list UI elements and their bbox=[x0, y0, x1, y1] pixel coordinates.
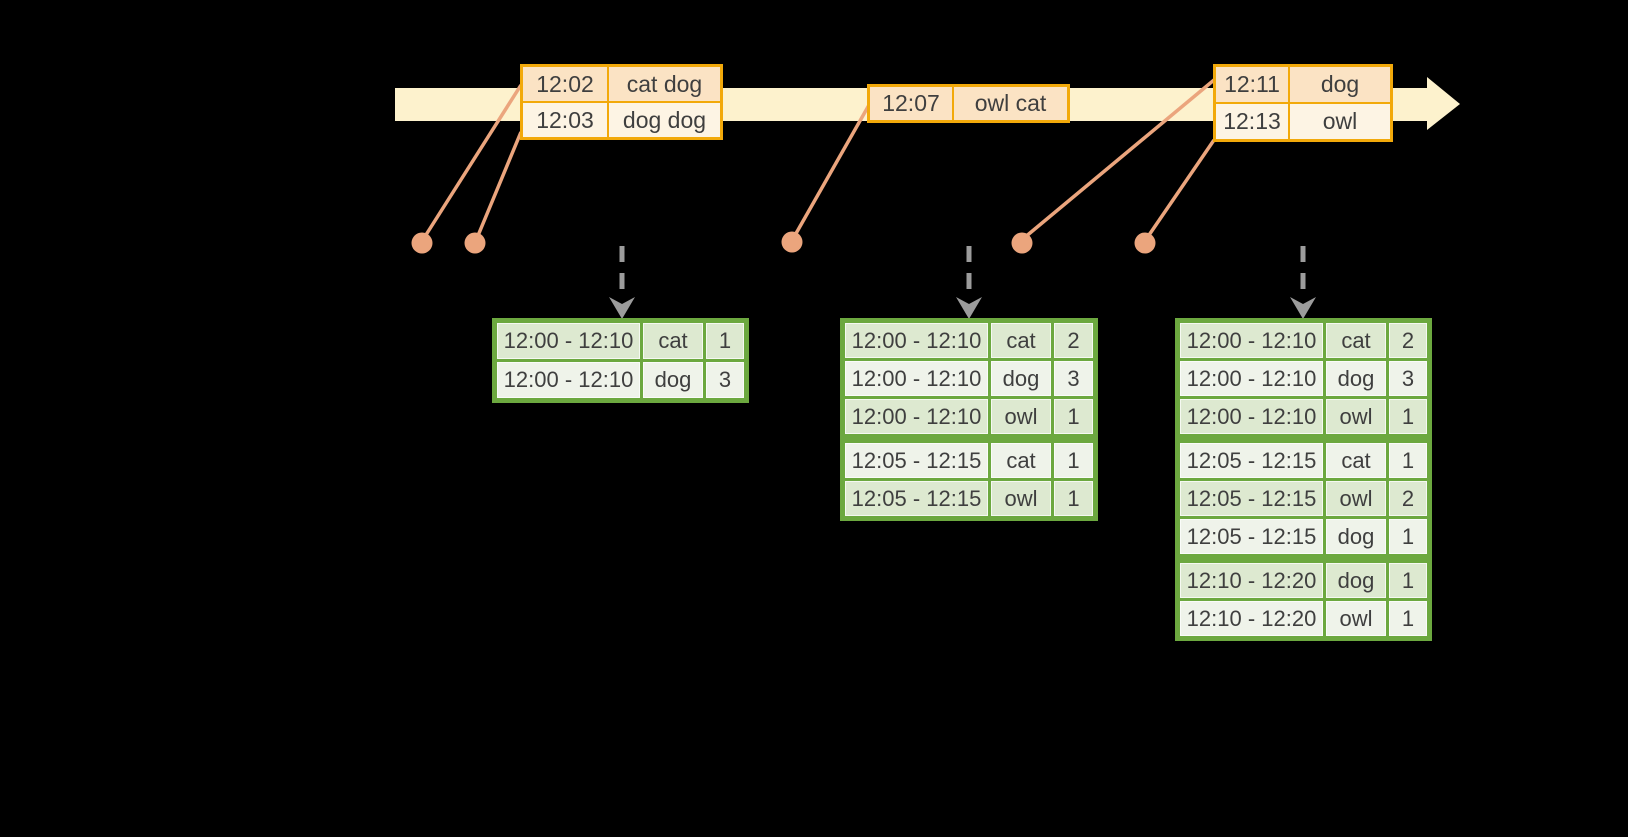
count-cell: 1 bbox=[1389, 399, 1427, 434]
result-row: 12:00 - 12:10 cat 2 bbox=[1180, 323, 1427, 358]
word-cell: dog bbox=[643, 362, 703, 398]
result-row: 12:05 - 12:15 owl 2 bbox=[1180, 481, 1427, 516]
result-row: 12:10 - 12:20 owl 1 bbox=[1180, 601, 1427, 636]
connector-line-1203 bbox=[475, 131, 523, 239]
count-cell: 1 bbox=[1389, 519, 1427, 554]
word-cell: owl bbox=[1326, 481, 1386, 516]
event-dot-1211 bbox=[1011, 232, 1033, 254]
event-dots bbox=[411, 231, 1156, 254]
event-row: 12:03 dog dog bbox=[523, 103, 720, 137]
word-cell: cat bbox=[1326, 443, 1386, 478]
count-cell: 1 bbox=[1389, 563, 1427, 598]
event-row: 12:11 dog bbox=[1216, 67, 1390, 102]
count-cell: 1 bbox=[1389, 443, 1427, 478]
event-table-2: 12:07 owl cat bbox=[867, 84, 1070, 123]
event-row: 12:13 owl bbox=[1216, 104, 1390, 139]
count-cell: 1 bbox=[1054, 399, 1093, 434]
word-cell: dog bbox=[1326, 361, 1386, 396]
event-dot-1207 bbox=[781, 231, 803, 253]
word-cell: dog bbox=[1326, 519, 1386, 554]
window-cell: 12:05 - 12:15 bbox=[845, 443, 988, 478]
result-row: 12:00 - 12:10 cat 2 bbox=[845, 323, 1093, 358]
event-dot-1202 bbox=[411, 232, 433, 254]
timeline-arrowhead bbox=[1427, 77, 1460, 130]
window-cell: 12:00 - 12:10 bbox=[845, 399, 988, 434]
event-words-cell: cat dog bbox=[609, 67, 720, 101]
trigger-arrowheads bbox=[609, 297, 1316, 319]
result-row: 12:10 - 12:20 dog 1 bbox=[1180, 563, 1427, 598]
result-table-2: 12:00 - 12:10 cat 2 12:00 - 12:10 dog 3 … bbox=[840, 318, 1098, 521]
word-cell: owl bbox=[1326, 399, 1386, 434]
count-cell: 1 bbox=[1389, 601, 1427, 636]
window-cell: 12:00 - 12:10 bbox=[845, 323, 988, 358]
count-cell: 2 bbox=[1054, 323, 1093, 358]
result-row: 12:05 - 12:15 cat 1 bbox=[845, 443, 1093, 478]
window-cell: 12:00 - 12:10 bbox=[1180, 323, 1323, 358]
count-cell: 3 bbox=[1389, 361, 1427, 396]
window-cell: 12:10 - 12:20 bbox=[1180, 563, 1323, 598]
event-words-cell: dog bbox=[1290, 67, 1390, 102]
window-cell: 12:05 - 12:15 bbox=[1180, 481, 1323, 516]
trigger-arrowhead-1 bbox=[609, 297, 635, 319]
connector-line-1213 bbox=[1145, 139, 1216, 239]
event-dot-1213 bbox=[1134, 232, 1156, 254]
word-cell: cat bbox=[1326, 323, 1386, 358]
result-row: 12:00 - 12:10 owl 1 bbox=[1180, 399, 1427, 434]
window-cell: 12:05 - 12:15 bbox=[1180, 519, 1323, 554]
word-cell: cat bbox=[991, 443, 1051, 478]
result-row: 12:05 - 12:15 owl 1 bbox=[845, 481, 1093, 516]
count-cell: 2 bbox=[1389, 481, 1427, 516]
event-time-cell: 12:11 bbox=[1216, 67, 1288, 102]
result-row: 12:00 - 12:10 dog 3 bbox=[845, 361, 1093, 396]
connector-line-1211 bbox=[1022, 78, 1216, 240]
result-table-1: 12:00 - 12:10 cat 1 12:00 - 12:10 dog 3 bbox=[492, 318, 749, 403]
word-cell: cat bbox=[991, 323, 1051, 358]
result-row: 12:00 - 12:10 cat 1 bbox=[497, 323, 744, 359]
word-cell: owl bbox=[1326, 601, 1386, 636]
window-cell: 12:00 - 12:10 bbox=[497, 362, 640, 398]
event-words-cell: owl bbox=[1290, 104, 1390, 139]
event-table-1: 12:02 cat dog 12:03 dog dog bbox=[520, 64, 723, 140]
event-words-cell: dog dog bbox=[609, 103, 720, 137]
window-cell: 12:10 - 12:20 bbox=[1180, 601, 1323, 636]
event-words-cell: owl cat bbox=[954, 87, 1067, 120]
result-row: 12:00 - 12:10 dog 3 bbox=[497, 362, 744, 398]
window-cell: 12:00 - 12:10 bbox=[1180, 361, 1323, 396]
window-cell: 12:00 - 12:10 bbox=[497, 323, 640, 359]
word-cell: cat bbox=[643, 323, 703, 359]
event-dot-1203 bbox=[464, 232, 486, 254]
count-cell: 1 bbox=[1054, 443, 1093, 478]
word-cell: dog bbox=[991, 361, 1051, 396]
count-cell: 3 bbox=[1054, 361, 1093, 396]
word-cell: dog bbox=[1326, 563, 1386, 598]
trigger-arrowhead-3 bbox=[1290, 297, 1316, 319]
connector-line-1202 bbox=[422, 84, 523, 239]
event-time-cell: 12:13 bbox=[1216, 104, 1288, 139]
count-cell: 3 bbox=[706, 362, 744, 398]
result-row: 12:05 - 12:15 cat 1 bbox=[1180, 443, 1427, 478]
event-row: 12:07 owl cat bbox=[870, 87, 1067, 120]
word-cell: owl bbox=[991, 481, 1051, 516]
result-row: 12:00 - 12:10 dog 3 bbox=[1180, 361, 1427, 396]
word-cell: owl bbox=[991, 399, 1051, 434]
count-cell: 2 bbox=[1389, 323, 1427, 358]
result-row: 12:00 - 12:10 owl 1 bbox=[845, 399, 1093, 434]
event-connector-lines bbox=[422, 78, 1216, 240]
trigger-arrow-lines bbox=[619, 246, 1306, 299]
event-row: 12:02 cat dog bbox=[523, 67, 720, 101]
result-table-3: 12:00 - 12:10 cat 2 12:00 - 12:10 dog 3 … bbox=[1175, 318, 1432, 641]
window-cell: 12:05 - 12:15 bbox=[1180, 443, 1323, 478]
event-time-cell: 12:07 bbox=[870, 87, 952, 120]
window-cell: 12:05 - 12:15 bbox=[845, 481, 988, 516]
event-table-3: 12:11 dog 12:13 owl bbox=[1213, 64, 1393, 142]
event-time-cell: 12:03 bbox=[523, 103, 607, 137]
result-row: 12:05 - 12:15 dog 1 bbox=[1180, 519, 1427, 554]
connector-line-1207 bbox=[792, 104, 871, 238]
count-cell: 1 bbox=[1054, 481, 1093, 516]
event-time-cell: 12:02 bbox=[523, 67, 607, 101]
count-cell: 1 bbox=[706, 323, 744, 359]
window-cell: 12:00 - 12:10 bbox=[1180, 399, 1323, 434]
trigger-arrowhead-2 bbox=[956, 297, 982, 319]
window-cell: 12:00 - 12:10 bbox=[845, 361, 988, 396]
